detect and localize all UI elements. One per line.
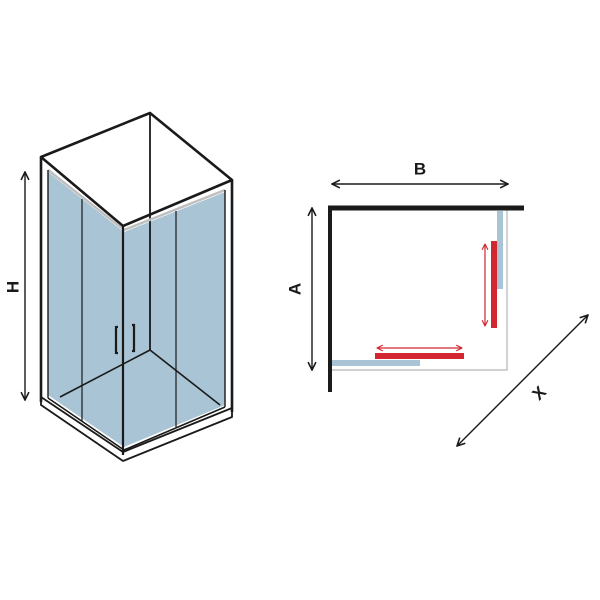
diagonal-label: X	[529, 382, 551, 404]
plan-front-sliding-door	[375, 353, 464, 359]
plan-view: B A X	[285, 159, 588, 446]
right-glass-panel	[124, 192, 225, 447]
left-door-handle	[114, 325, 118, 355]
plan-front-fixed-glass	[332, 360, 420, 366]
back-floor-line-right	[149, 349, 221, 406]
plan-right-sliding-door	[491, 241, 497, 328]
bottom-rail	[47, 397, 226, 451]
plan-right-fixed-glass	[497, 211, 503, 289]
plan-outline	[330, 208, 508, 371]
depth-label: A	[285, 283, 304, 295]
right-door-handle	[132, 323, 136, 353]
left-glass-panel	[48, 172, 124, 447]
width-label: B	[414, 159, 426, 178]
diagonal-dimension-arrow	[457, 315, 588, 446]
back-floor-line-left	[59, 349, 151, 398]
enclosure-3d-view: H	[3, 111, 234, 462]
height-label: H	[3, 281, 22, 293]
